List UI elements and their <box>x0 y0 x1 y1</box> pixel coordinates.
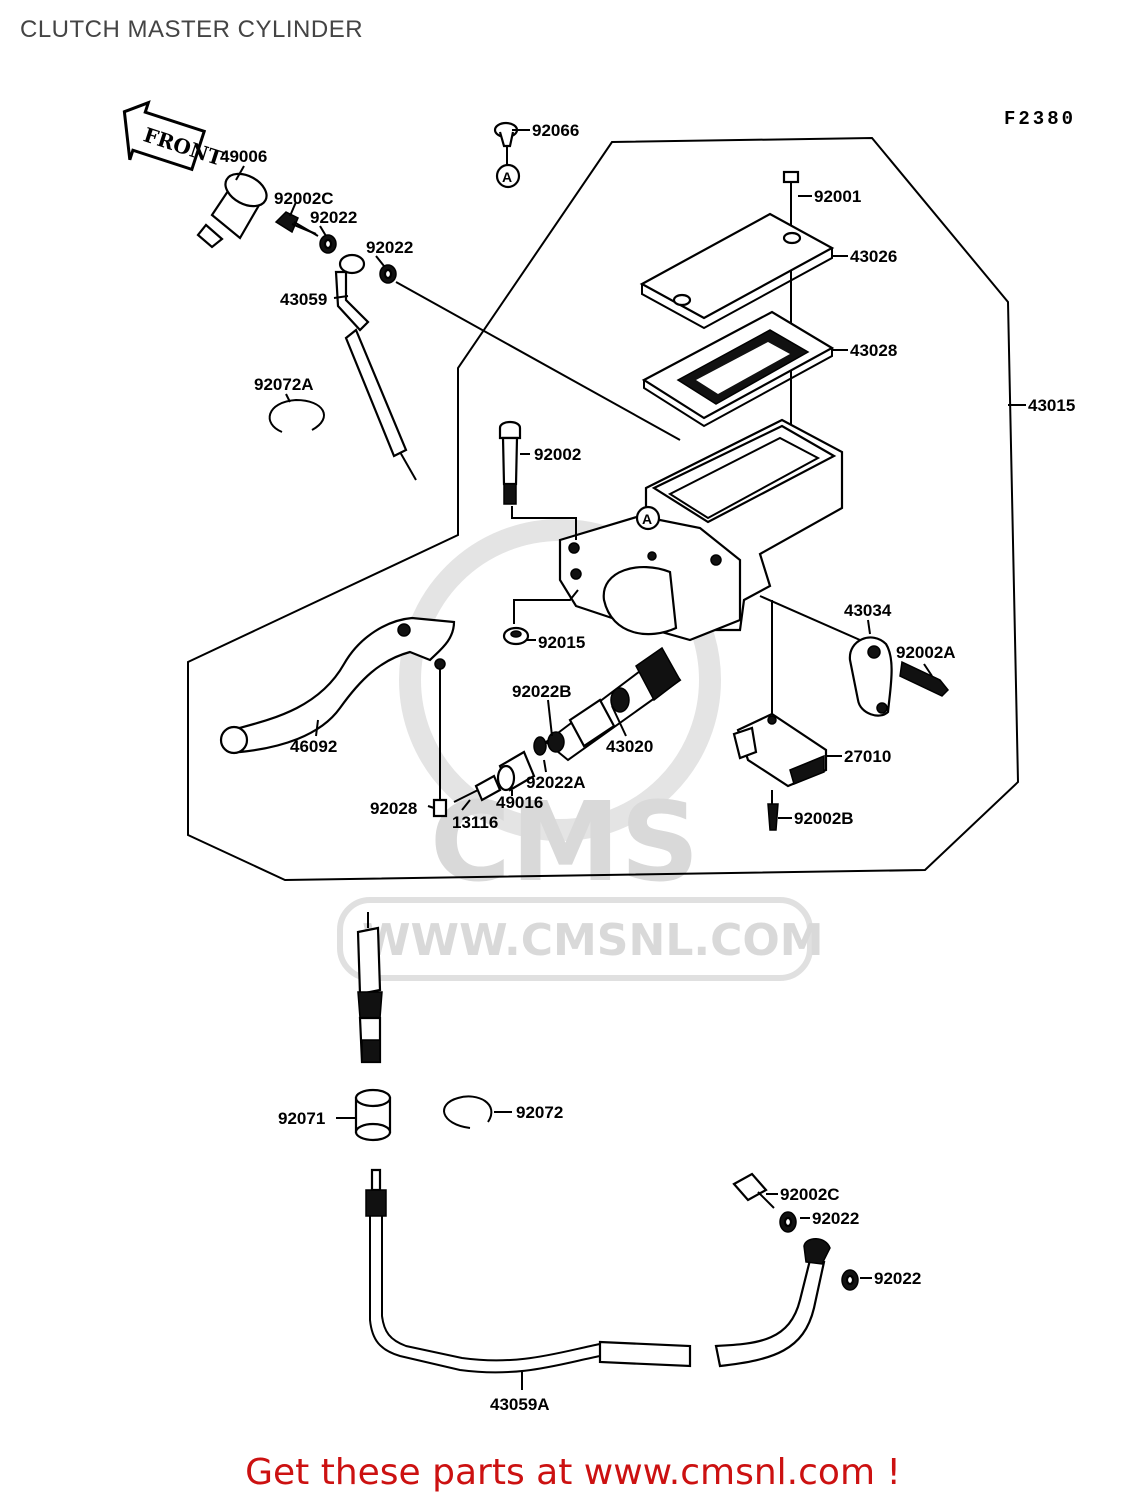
label-46092: 46092 <box>290 737 337 756</box>
part-43034 <box>759 595 950 717</box>
part-92071 <box>354 1088 392 1142</box>
label-92072: 92072 <box>516 1103 563 1122</box>
label-49016: 49016 <box>496 793 543 812</box>
label-92002B: 92002B <box>794 809 854 828</box>
label-92022-b: 92022 <box>366 238 413 257</box>
small-parts-group <box>432 668 547 818</box>
label-13116: 13116 <box>452 813 498 832</box>
label-92001: 92001 <box>814 187 861 206</box>
part-92072 <box>443 1095 493 1129</box>
label-92022B: 92022B <box>512 682 572 701</box>
label-43034: 43034 <box>844 601 892 620</box>
lower-hose-43059 <box>356 912 383 1064</box>
footer-link-text[interactable]: Get these parts at www.cmsnl.com ! <box>245 1452 901 1493</box>
label-43059A: 43059A <box>490 1395 550 1414</box>
part-43059A <box>365 1168 831 1374</box>
part-43015-body: A <box>558 418 844 642</box>
part-43026 <box>639 212 835 330</box>
watermark-url: WWW.CMSNL.COM <box>362 915 824 966</box>
part-92072A <box>268 398 325 433</box>
part-27010 <box>732 600 828 831</box>
label-92028: 92028 <box>370 799 417 818</box>
label-92071: 92071 <box>278 1109 325 1128</box>
label-92015: 92015 <box>538 633 585 652</box>
watermark-logo: CMS <box>430 778 699 906</box>
label-43028: 43028 <box>850 341 897 360</box>
part-43028 <box>641 310 835 428</box>
top-banjo-group <box>274 211 417 481</box>
part-92002 <box>498 420 577 540</box>
label-92072A: 92072A <box>254 375 314 394</box>
label-43026: 43026 <box>850 247 897 266</box>
ref-marker-a-top: A <box>502 169 512 185</box>
label-92002A: 92002A <box>896 643 956 662</box>
label-43020: 43020 <box>606 737 653 756</box>
label-92022A: 92022A <box>526 773 586 792</box>
part-92015 <box>502 589 579 646</box>
label-92002C-bottom: 92002C <box>780 1185 840 1204</box>
part-43020 <box>544 646 682 762</box>
part-46092 <box>219 616 456 755</box>
label-92022-a: 92022 <box>310 208 357 227</box>
label-92022-d: 92022 <box>874 1269 921 1288</box>
label-92022-c: 92022 <box>812 1209 859 1228</box>
part-92066: A <box>493 121 521 189</box>
part-labels: 92066 49006 92002C 92022 92022 43059 920… <box>220 121 1075 1414</box>
lower-banjo-group <box>732 1172 859 1291</box>
assembly-outline <box>187 136 1020 882</box>
leader-lines <box>235 129 1026 1390</box>
ref-marker-a-body: A <box>642 511 652 527</box>
label-27010: 27010 <box>844 747 891 766</box>
footer-link[interactable]: Get these parts at www.cmsnl.com ! <box>0 1452 1146 1493</box>
front-arrow-icon: FRONT <box>122 100 226 172</box>
label-43059: 43059 <box>280 290 327 309</box>
label-92066: 92066 <box>532 121 579 140</box>
figure-code: F2380 <box>1004 108 1077 130</box>
page-title: CLUTCH MASTER CYLINDER <box>20 16 364 43</box>
label-92002C-top: 92002C <box>274 189 334 208</box>
cms-watermark: CMS WWW.CMSNL.COM <box>337 519 824 981</box>
part-49006 <box>196 172 268 249</box>
part-92001 <box>782 170 800 440</box>
label-49006: 49006 <box>220 147 267 166</box>
label-92002: 92002 <box>534 445 581 464</box>
label-43015: 43015 <box>1028 396 1075 415</box>
